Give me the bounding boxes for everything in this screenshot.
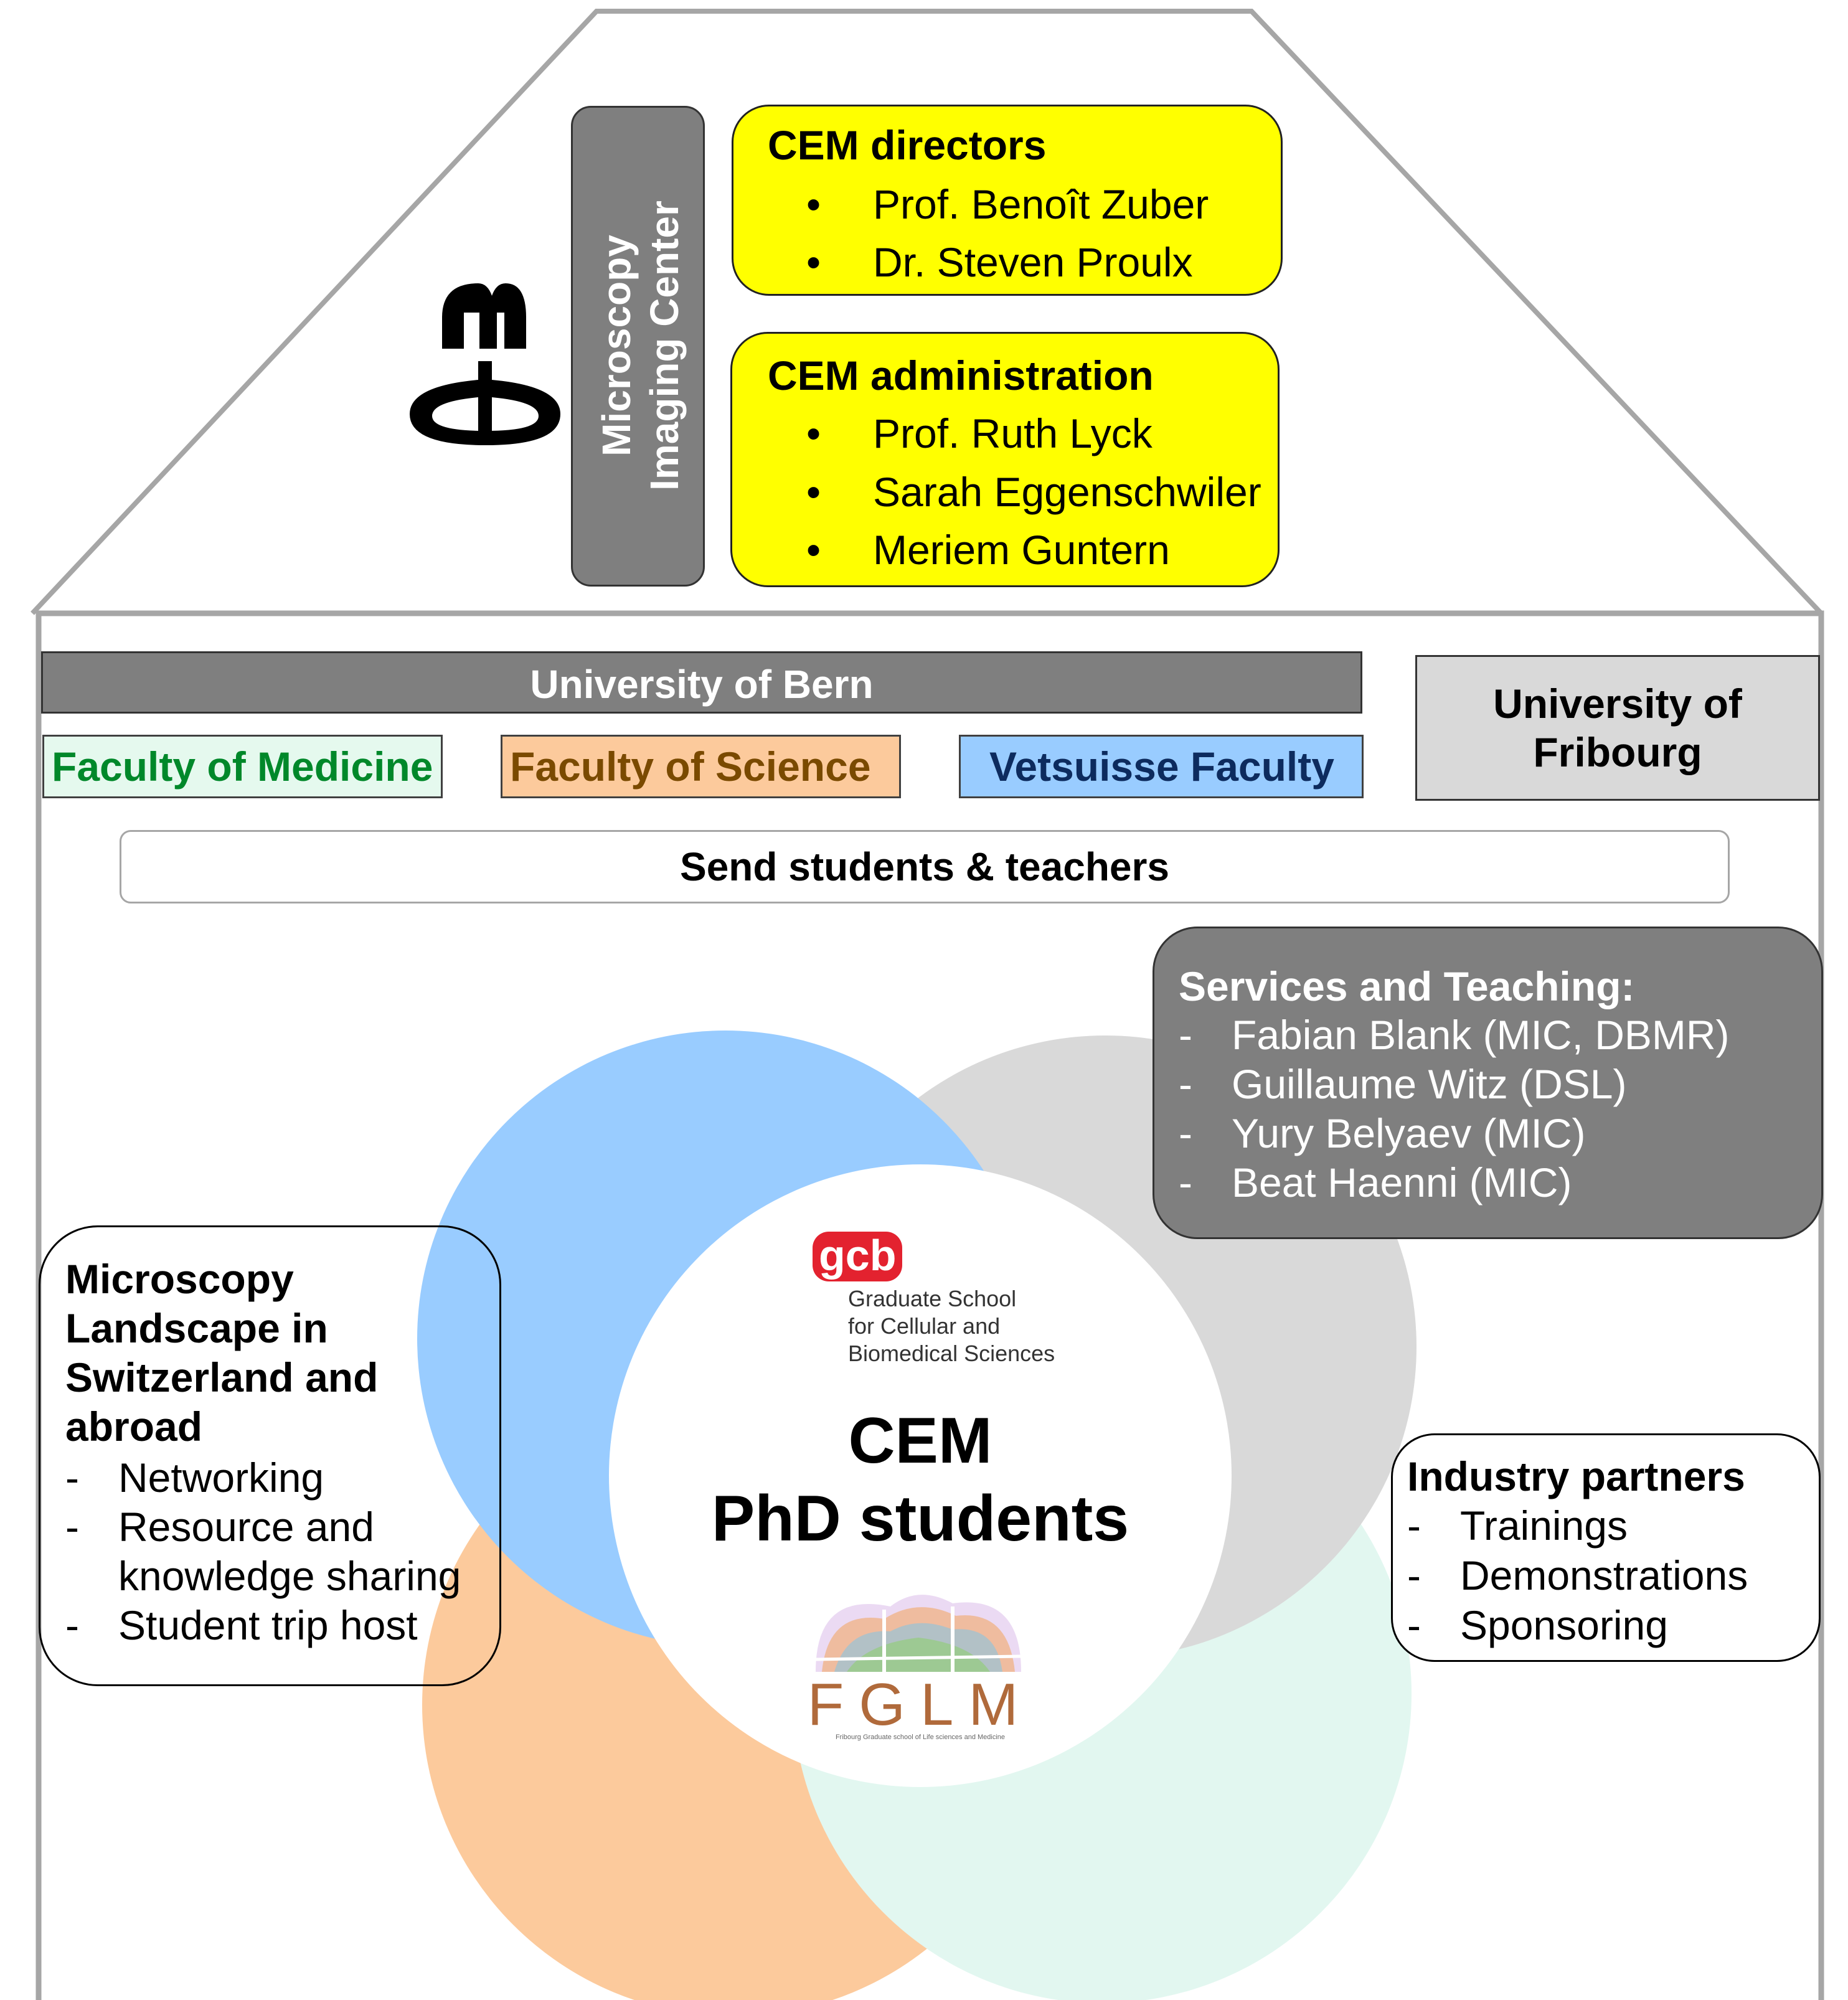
administration-member-2: Sarah Eggenschwiler [873,469,1261,515]
administration-bullet-1: • [806,410,821,456]
services-member-3: Yury Belyaev (MIC) [1232,1110,1586,1156]
services-member-2: Guillaume Witz (DSL) [1232,1061,1627,1107]
industry-item-3: Sponsoring [1460,1602,1668,1648]
mic-title-box [571,106,705,587]
administration-bullet-2: • [806,469,821,515]
fglm-subtitle: Fribourg Graduate school of Life science… [835,1733,1006,1741]
industry-item-2: Demonstrations [1460,1552,1748,1598]
industry-partners-box [1391,1433,1821,1662]
industry-dash-2: - [1407,1552,1421,1598]
gcb-line3: Biomedical Sciences [848,1341,1055,1366]
roof-outline [31,9,1823,615]
university-fribourg-line1: University of [1493,681,1742,727]
administration-member-1: Prof. Ruth Lyck [873,410,1153,456]
faculty-science: Faculty of Science [501,735,901,798]
directors-member-2: Dr. Steven Proulx [873,239,1193,285]
landscape-box [39,1225,501,1686]
gcb-logo: gcb [813,1232,903,1281]
landscape-dash-2: - [65,1504,79,1550]
landscape-item-2-cont: knowledge sharing [118,1553,461,1599]
services-dash-1: - [1179,1012,1192,1058]
send-students-teachers-bar: Send students & teachers [120,830,1730,903]
landscape-title-line2: Landscape in [65,1305,328,1351]
gcb-line1: Graduate School [848,1286,1017,1311]
university-bern-bar: University of Bern [41,651,1362,714]
directors-bullet-2: • [806,239,821,285]
landscape-item-1: Networking [118,1455,324,1501]
landscape-item-3: Student trip host [118,1602,418,1648]
services-title: Services and Teaching: [1179,963,1635,1009]
directors-title: CEM directors [768,122,1047,168]
services-dash-4: - [1179,1159,1192,1205]
landscape-title-line1: Microscopy [65,1256,294,1302]
mic-logo-icon [410,283,560,445]
services-member-1: Fabian Blank (MIC, DBMR) [1232,1012,1730,1058]
mic-title-line2: Imaging Center [642,200,687,491]
landscape-dash-3: - [65,1602,79,1648]
directors-member-1: Prof. Benoît Zuber [873,181,1209,227]
directors-box [732,105,1283,296]
fglm-rainbow-icon [815,1595,1022,1672]
faculty-vetsuisse: Vetsuisse Faculty [959,735,1364,798]
services-dash-3: - [1179,1110,1192,1156]
faculty-medicine: Faculty of Medicine [42,735,443,798]
center-title-line2: PhD students [711,1483,1129,1555]
administration-member-3: Meriem Guntern [873,527,1170,573]
gcb-line2: for Cellular and [848,1313,1001,1339]
landscape-item-2: Resource and [118,1504,374,1550]
center-title-line1: CEM [848,1405,992,1477]
landscape-title-line3: Switzerland and [65,1354,379,1400]
fglm-logo-text: FGLM [807,1671,1034,1738]
directors-bullet-1: • [806,181,821,227]
landscape-title-line4: abroad [65,1403,203,1450]
industry-dash-3: - [1407,1602,1421,1648]
circle-center [609,1164,1232,1787]
services-dash-2: - [1179,1061,1192,1107]
university-fribourg-box [1415,655,1820,801]
administration-box [730,332,1280,587]
landscape-dash-1: - [65,1455,79,1501]
industry-dash-1: - [1407,1502,1421,1549]
university-fribourg-line2: Fribourg [1533,729,1702,775]
administration-title: CEM administration [768,352,1154,399]
services-member-4: Beat Haenni (MIC) [1232,1159,1572,1205]
industry-title: Industry partners [1407,1453,1745,1499]
industry-item-1: Trainings [1460,1502,1628,1549]
services-teaching-box [1153,927,1823,1239]
mic-title-line1: Microscopy [594,235,639,456]
administration-bullet-3: • [806,527,821,573]
